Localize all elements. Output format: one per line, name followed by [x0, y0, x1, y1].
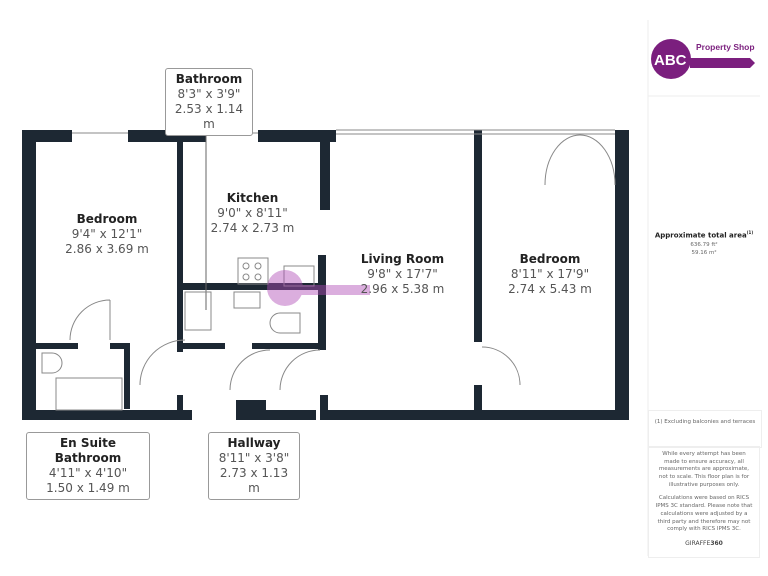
watermark-logo [267, 270, 370, 306]
fixtures [41, 68, 616, 411]
logo: ABC Property Shop [651, 39, 755, 79]
svg-text:Property Shop: Property Shop [696, 42, 755, 52]
giraffe360-logo: GIRAFFE360 [685, 539, 723, 547]
area-summary: Approximate total area(1) 636.79 ft² 59.… [654, 230, 754, 257]
svg-text:ABC: ABC [654, 52, 687, 69]
footnote: (1) Excluding balconies and terraces [648, 410, 762, 448]
walls [22, 130, 629, 420]
disclaimer: While every attempt has been made to ens… [648, 446, 760, 558]
